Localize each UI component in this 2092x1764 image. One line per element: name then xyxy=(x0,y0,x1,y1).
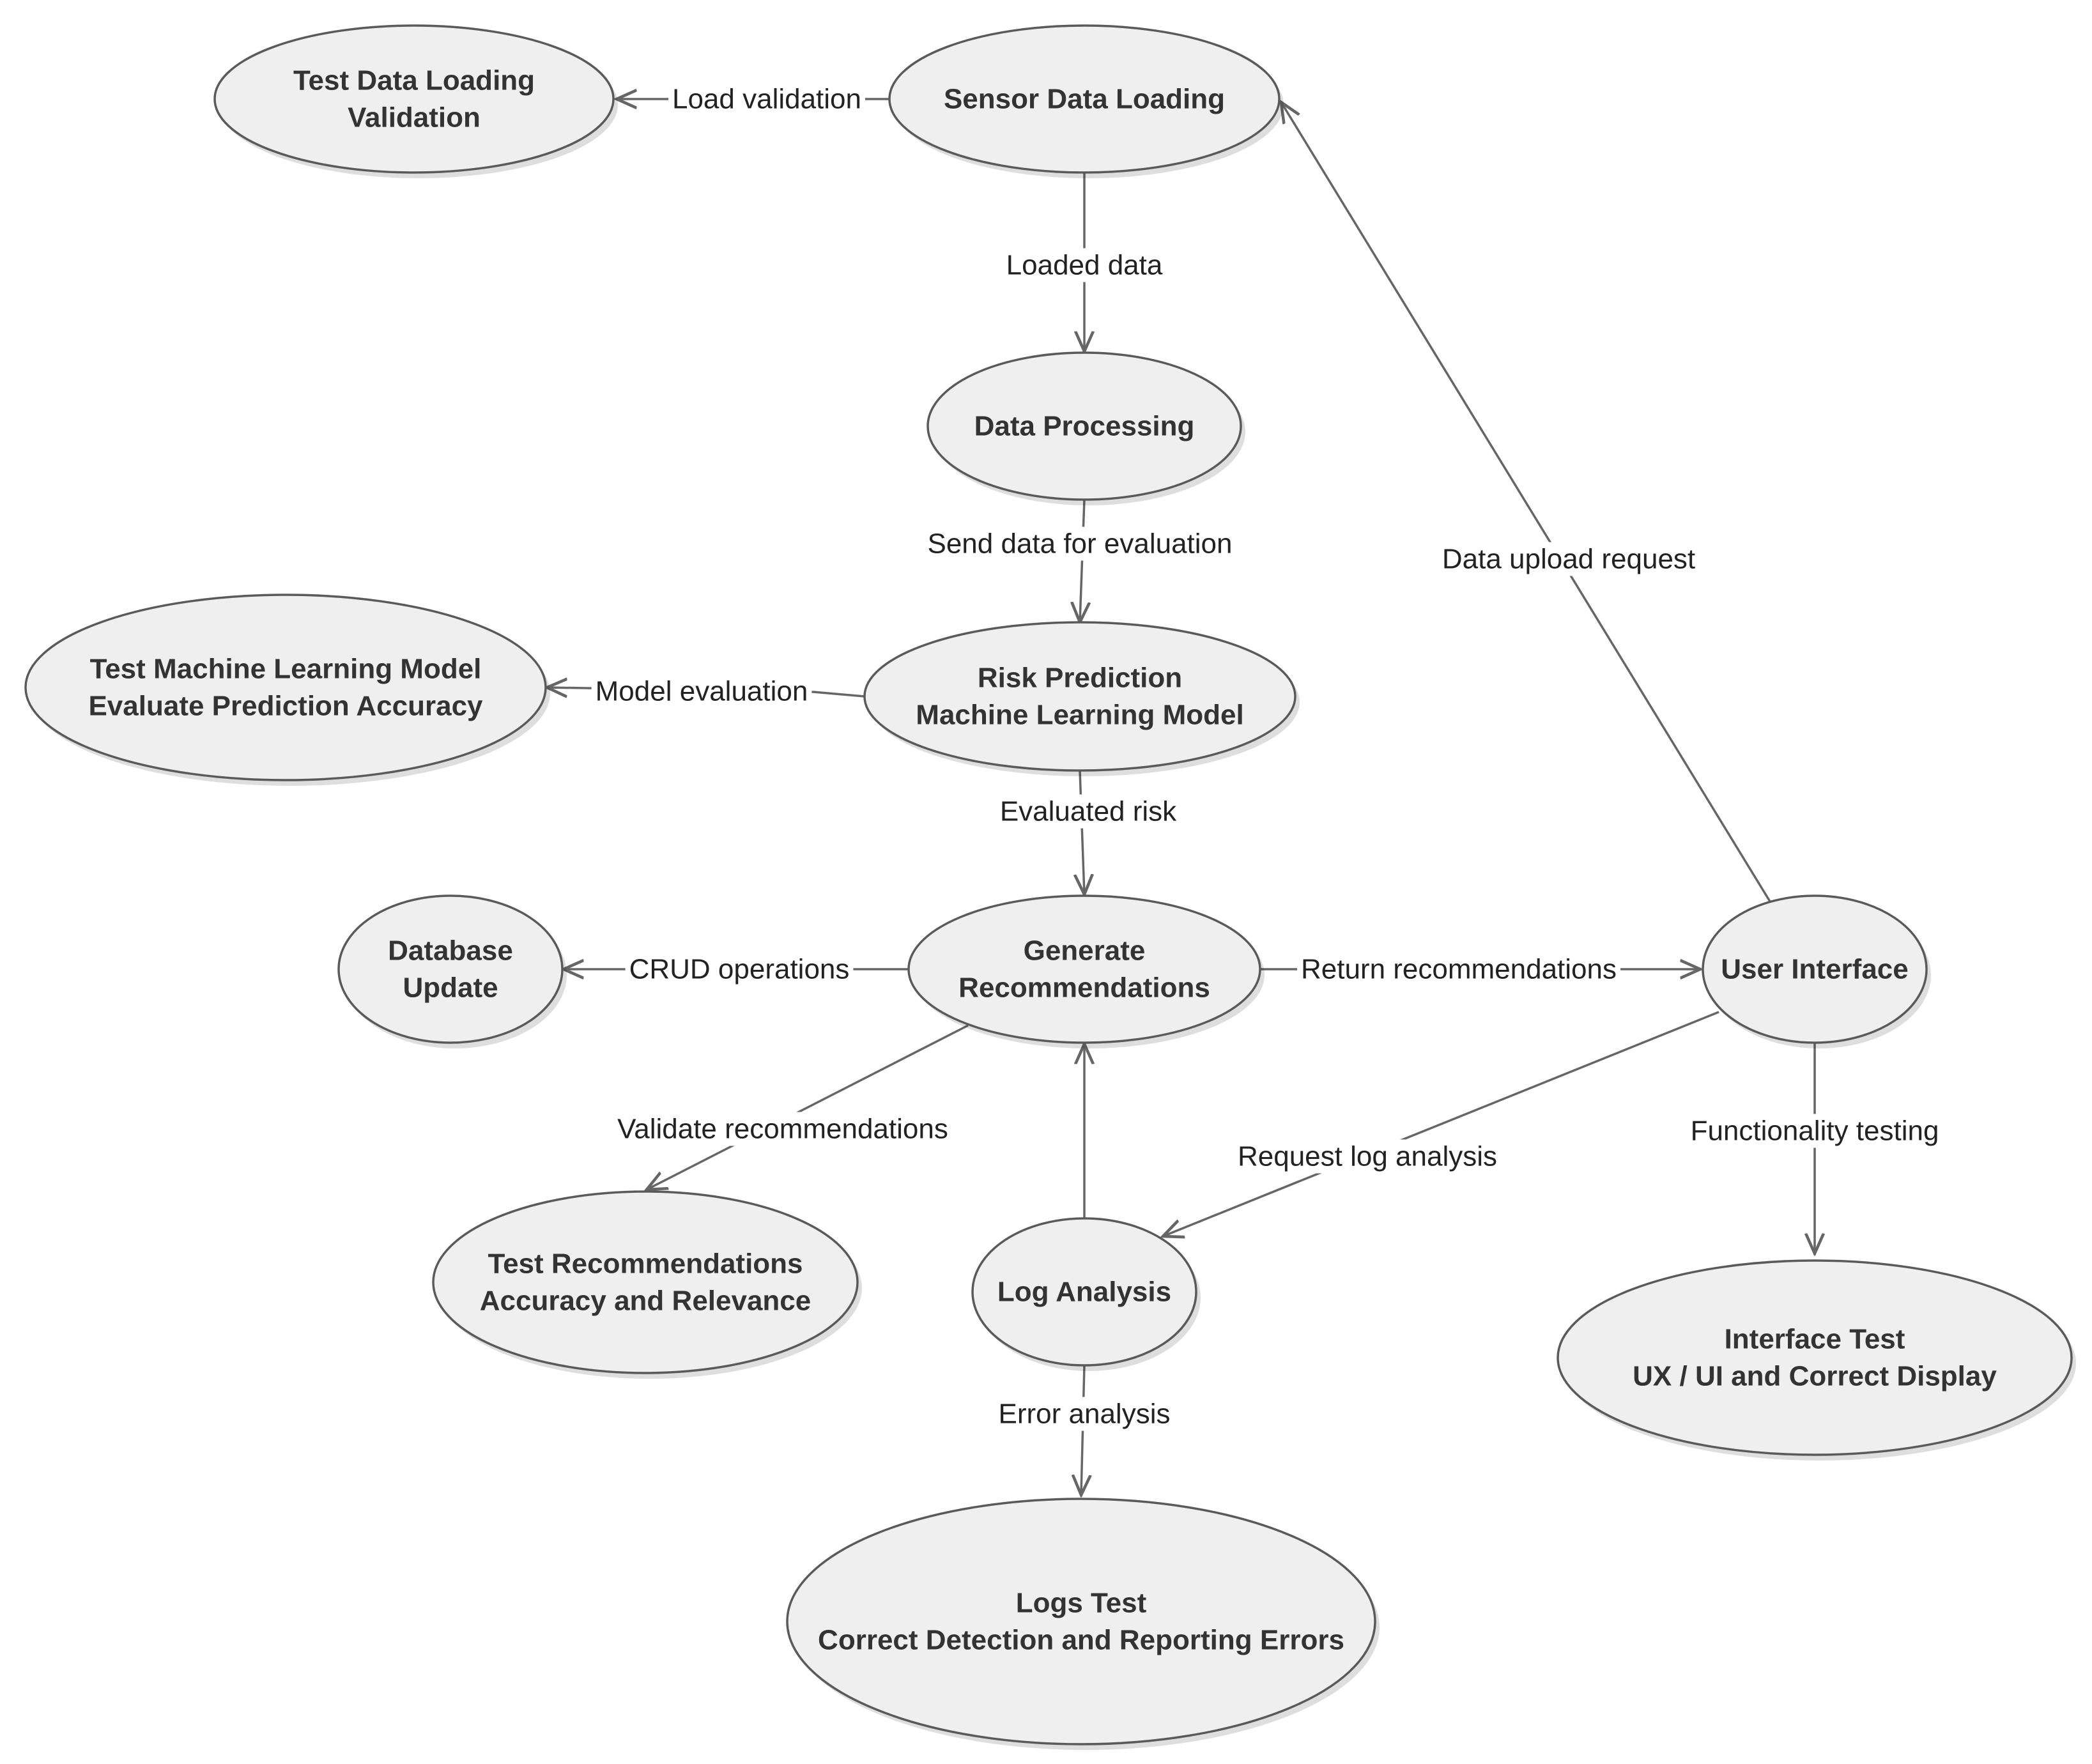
node-ellipse xyxy=(337,894,564,1044)
edge-label-background xyxy=(994,1397,1174,1431)
node-label: Accuracy and Relevance xyxy=(480,1285,811,1317)
node-label: Data Processing xyxy=(974,411,1195,442)
edge-label: Functionality testing xyxy=(1691,1116,1939,1147)
node-label: Evaluate Prediction Accuracy xyxy=(88,691,483,722)
edge-label-background xyxy=(1686,1114,1943,1148)
node-ellipse xyxy=(907,894,1261,1044)
node-label: Machine Learning Model xyxy=(916,700,1243,731)
node-ellipse xyxy=(1702,894,1928,1044)
edge-validate-rec: Validate recommendations xyxy=(613,1024,969,1190)
edge-label-background xyxy=(668,82,866,116)
edge-evaluated-risk: Evaluated risk xyxy=(996,770,1181,894)
node-label: User Interface xyxy=(1721,954,1908,985)
edge-label: Loaded data xyxy=(1006,250,1163,281)
node-interface-test: Interface Test UX / UI and Correct Displa… xyxy=(1557,1259,2076,1461)
node-label: Test Recommendations xyxy=(488,1248,803,1280)
node-label: Log Analysis xyxy=(997,1277,1171,1308)
node-ellipse xyxy=(971,1217,1197,1367)
edge-label: Return recommendations xyxy=(1301,954,1617,985)
edge-send-eval: Send data for evaluation xyxy=(923,499,1236,622)
edge-label: CRUD operations xyxy=(629,954,850,985)
node-ellipse xyxy=(863,621,1296,772)
edge-load-validation: Load validation xyxy=(617,82,889,116)
node-label: Sensor Data Loading xyxy=(944,84,1225,115)
node-label: Recommendations xyxy=(958,972,1210,1004)
node-label: Test Machine Learning Model xyxy=(90,654,482,685)
node-label: Test Data Loading xyxy=(293,65,535,96)
node-label: Generate xyxy=(1024,935,1146,967)
edge-label-background xyxy=(1438,542,1700,576)
edge-data-upload: Data upload request xyxy=(1281,102,1771,902)
edge-label: Model evaluation xyxy=(596,676,808,707)
node-ellipse xyxy=(1557,1259,2073,1456)
edge-label: Data upload request xyxy=(1442,544,1695,575)
edge-label-background xyxy=(613,1112,952,1146)
node-ellipse xyxy=(24,594,547,781)
node-log: Log Analysis xyxy=(971,1217,1201,1371)
edge-crud: CRUD operations xyxy=(564,952,909,986)
edge-functionality: Functionality testing xyxy=(1686,1043,1943,1254)
edge-label: Load validation xyxy=(672,84,861,115)
edge-arrow xyxy=(647,1024,969,1190)
node-label: Risk Prediction xyxy=(978,663,1182,694)
edge-label-background xyxy=(591,674,812,709)
node-label: Update xyxy=(403,972,498,1004)
edge-label-background xyxy=(923,526,1236,561)
edge-label-background xyxy=(1233,1139,1502,1174)
node-label: Interface Test xyxy=(1725,1324,1905,1355)
edge-request-log: Request log analysis xyxy=(1163,1011,1719,1236)
edge-arrow xyxy=(1080,499,1084,622)
node-ellipse xyxy=(786,1498,1376,1745)
edge-label: Request log analysis xyxy=(1238,1141,1497,1172)
edge-label-background xyxy=(1002,248,1167,282)
edge-label: Error analysis xyxy=(999,1399,1171,1430)
node-label: Logs Test xyxy=(1016,1588,1147,1619)
edge-label-background xyxy=(625,952,854,986)
edge-loaded-data: Loaded data xyxy=(1002,173,1167,351)
node-label: UX / UI and Correct Display xyxy=(1633,1361,1997,1392)
node-label: Validation xyxy=(348,102,481,134)
node-sensor: Sensor Data Loading xyxy=(888,24,1284,178)
node-processing: Data Processing xyxy=(927,351,1245,505)
edge-label-background xyxy=(996,794,1181,829)
edge-arrow xyxy=(1163,1011,1719,1236)
edge-label: Send data for evaluation xyxy=(927,528,1232,560)
node-ellipse xyxy=(213,24,615,174)
node-ui: User Interface xyxy=(1702,894,1931,1048)
node-label: Database xyxy=(388,935,513,967)
edge-label-background xyxy=(1296,952,1621,986)
edge-arrow xyxy=(1080,770,1084,894)
edge-label: Validate recommendations xyxy=(617,1114,948,1145)
edge-error-analysis: Error analysis xyxy=(994,1365,1174,1495)
edge-arrow xyxy=(1281,102,1771,902)
edge-model-eval: Model evaluation xyxy=(547,674,865,709)
node-ellipse xyxy=(927,351,1242,501)
node-ellipse xyxy=(432,1190,859,1374)
node-label: Correct Detection and Reporting Errors xyxy=(818,1625,1344,1656)
edge-return-rec: Return recommendations xyxy=(1260,952,1700,986)
edge-label: Evaluated risk xyxy=(1000,796,1177,827)
node-ellipse xyxy=(888,24,1281,174)
